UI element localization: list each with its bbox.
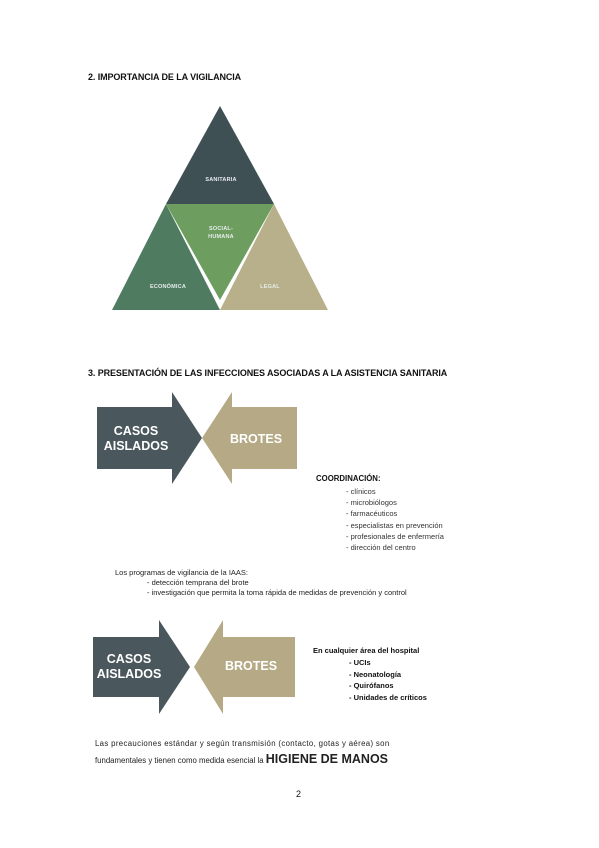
coordination-item: - dirección del centro: [346, 543, 416, 553]
triangle-top-sanitaria: [166, 106, 274, 204]
triangle-center-social-humana: [166, 204, 274, 300]
area-title: En cualquier área del hospital: [313, 646, 420, 655]
label-economica: ECONÓMICA: [149, 284, 187, 290]
brotes-label-2: BROTES: [224, 659, 278, 673]
casos-aislados-arrow: [97, 392, 202, 484]
casos-line-2: AISLADOS: [103, 439, 169, 453]
label-social: SOCIAL-: [208, 226, 233, 232]
brotes-arrow: [202, 392, 297, 484]
coordination-list: - clínicos - microbiólogos - farmacéutic…: [346, 486, 444, 553]
section-2-heading: 2. IMPORTANCIA DE LA VIGILANCIA: [88, 72, 242, 82]
coordination-item: - profesionales de enfermería: [346, 531, 444, 541]
panel-2-arrows: [93, 620, 295, 714]
label-sanitaria: SANITARIA: [205, 177, 237, 183]
section-3-heading: 3. PRESENTACIÓN DE LAS INFECCIONES ASOCI…: [88, 368, 448, 378]
casos-label-1: CASOS AISLADOS: [97, 424, 175, 454]
paragraph-line-1: Las precauciones estándar y según transm…: [95, 739, 390, 748]
coordination-title: COORDINACIÓN:: [316, 474, 381, 483]
area-item: - Neonatología: [349, 669, 402, 679]
area-item: - UCIs: [349, 658, 371, 667]
casos-line-2: AISLADOS: [96, 667, 162, 681]
label-legal: LEGAL: [260, 284, 280, 290]
triangle-right-legal: [220, 204, 328, 310]
triangle-left-economica: [112, 204, 220, 310]
casos-line-1: CASOS: [113, 424, 159, 438]
page-number: 2: [296, 789, 302, 799]
casos-line-1: CASOS: [106, 652, 152, 666]
casos-aislados-arrow: [93, 620, 190, 714]
programs-item: - investigación que permita la toma rápi…: [147, 588, 407, 597]
paragraph-text: fundamentales y tienen como medida esenc…: [95, 756, 264, 765]
casos-label-2: CASOS AISLADOS: [96, 652, 162, 682]
label-humana: HUMANA: [208, 234, 234, 240]
coordination-item: - clínicos: [346, 487, 376, 496]
programs-item: - detección temprana del brote: [147, 578, 249, 587]
vigilance-triangle-diagram: [112, 106, 328, 310]
coordination-item: - farmacéuticos: [346, 509, 398, 519]
hand-hygiene-emphasis: HIGIENE DE MANOS: [265, 752, 389, 766]
paragraph-line-2: fundamentales y tienen como medida esenc…: [95, 752, 388, 766]
area-item: - Quirófanos: [349, 681, 394, 690]
brotes-arrow: [194, 620, 295, 714]
panel-1-arrows: [97, 392, 297, 484]
coordination-item: - microbiólogos: [346, 498, 397, 508]
programs-title: Los programas de vigilancia de la IAAS:: [115, 568, 248, 577]
brotes-label-1: BROTES: [229, 432, 283, 446]
area-item: - Unidades de críticos: [349, 692, 427, 702]
coordination-item: - especialistas en prevención: [346, 520, 443, 530]
area-list: - UCIs - Neonatología - Quirófanos - Uni…: [349, 657, 427, 703]
